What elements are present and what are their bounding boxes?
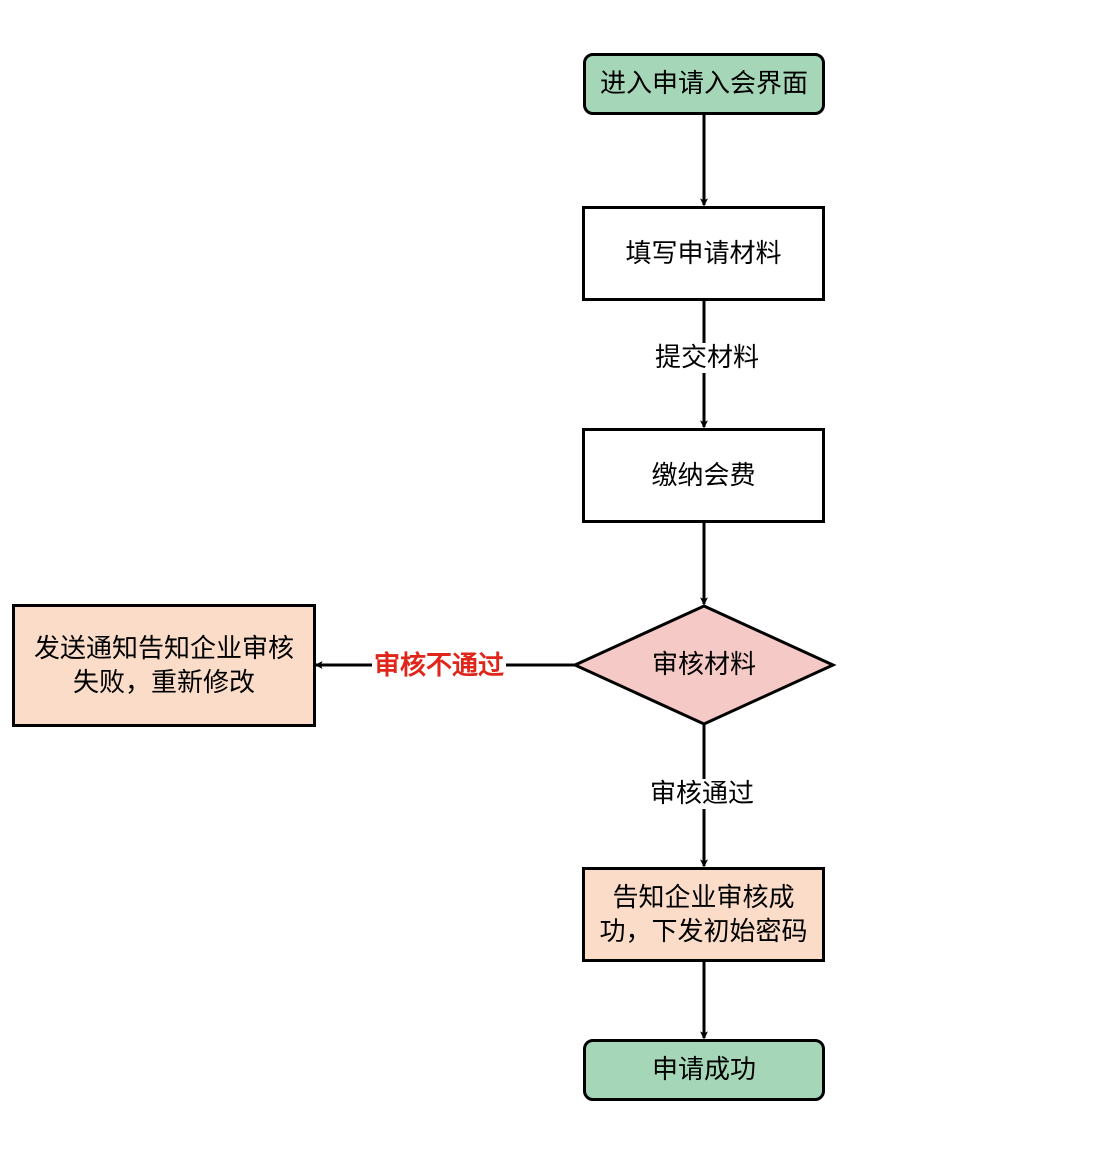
pay-fee-text: 缴纳会费: [651, 460, 756, 491]
fill-materials-text: 填写申请材料: [625, 238, 782, 269]
edge-label-reject: 审核不通过: [372, 651, 507, 681]
end-node: 申请成功: [583, 1039, 825, 1101]
reject-text-line1: 发送通知告知企业审核: [33, 633, 294, 664]
edge-label-approve: 审核通过: [648, 779, 757, 809]
approve-text-line1: 告知企业审核成: [612, 882, 795, 913]
start-node-text: 进入申请入会界面: [599, 69, 808, 99]
start-node: 进入申请入会界面: [583, 53, 825, 115]
edge-label-submit: 提交材料: [653, 343, 762, 373]
fill-materials-node: 填写申请材料: [582, 206, 825, 301]
approve-text-line2: 功，下发初始密码: [599, 916, 808, 947]
reject-node: 发送通知告知企业审核 失败，重新修改: [12, 604, 316, 727]
pay-fee-node: 缴纳会费: [582, 428, 825, 523]
reject-text-line2: 失败，重新修改: [72, 667, 255, 698]
end-node-text: 申请成功: [651, 1055, 756, 1085]
review-node-text: 审核材料: [651, 650, 757, 680]
approve-node: 告知企业审核成 功，下发初始密码: [582, 867, 825, 962]
